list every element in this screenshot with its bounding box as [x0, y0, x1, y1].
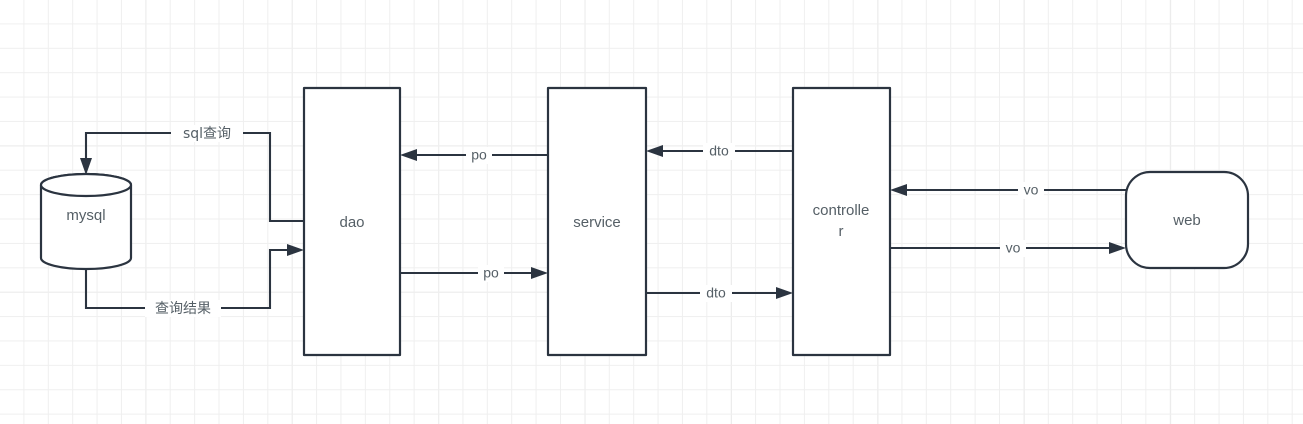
edge-service-to-dao-label-bg	[466, 147, 492, 164]
web-label: web	[1172, 212, 1201, 229]
edge-controller-to-web-label: vo	[1006, 240, 1021, 256]
service-label: service	[573, 214, 621, 231]
edge-dao-to-mysql-path	[84, 131, 304, 223]
edge-controller-to-web-label-bg	[1000, 240, 1026, 257]
edge-service-to-controller-arrowhead	[776, 287, 793, 299]
edge-mysql-to-dao[interactable]: 查询结果	[84, 244, 304, 317]
mysql-cylinder-top	[39, 172, 133, 198]
edge-controller-to-service[interactable]: dto	[646, 143, 793, 160]
edge-web-to-controller[interactable]: vo	[890, 182, 1126, 199]
node-service[interactable]: service	[546, 86, 648, 357]
edge-controller-to-service-label: dto	[709, 143, 729, 159]
dao-label: dao	[339, 214, 364, 231]
edge-service-to-controller-label: dto	[706, 285, 726, 301]
edge-controller-to-web-arrowhead	[1109, 242, 1126, 254]
controller-label-line-1: controlle	[813, 202, 870, 219]
edge-mysql-to-dao-arrowhead	[287, 244, 304, 256]
edge-mysql-to-dao-label-bg	[145, 300, 221, 317]
web-rounded-rect	[1124, 170, 1250, 270]
dao-rect	[302, 86, 402, 357]
edge-mysql-to-dao-label: 查询结果	[155, 301, 211, 317]
edge-service-to-controller[interactable]: dto	[646, 285, 793, 302]
edge-web-to-controller-label-bg	[1018, 182, 1044, 199]
edge-dao-to-service-label-bg	[478, 265, 504, 282]
edge-dao-to-service-arrowhead	[531, 267, 548, 279]
edge-dao-to-service[interactable]: po	[400, 265, 548, 282]
edge-mysql-to-dao-path	[84, 248, 292, 310]
node-dao[interactable]: dao	[302, 86, 402, 357]
edge-web-to-controller-arrowhead	[890, 184, 907, 196]
edge-dao-to-mysql-label: sql查询	[183, 126, 231, 142]
edge-service-to-dao[interactable]: po	[400, 147, 548, 164]
edge-dao-to-mysql-label-bg	[171, 125, 243, 142]
service-rect	[546, 86, 648, 357]
node-web[interactable]: web	[1124, 170, 1250, 270]
node-mysql[interactable]: mysql	[39, 172, 133, 271]
edge-service-to-controller-label-bg	[700, 285, 732, 302]
edge-dao-to-mysql-arrowhead	[80, 158, 92, 175]
edge-dao-to-service-label: po	[483, 265, 499, 281]
edge-controller-to-web[interactable]: vo	[890, 240, 1126, 257]
node-controller[interactable]: controlle r	[791, 86, 892, 357]
controller-label-line-2: r	[839, 223, 844, 240]
edge-controller-to-service-label-bg	[703, 143, 735, 160]
edge-service-to-dao-arrowhead	[400, 149, 417, 161]
controller-rect	[791, 86, 892, 357]
mysql-label: mysql	[66, 207, 105, 224]
edge-service-to-dao-label: po	[471, 147, 487, 163]
edge-controller-to-service-arrowhead	[646, 145, 663, 157]
edge-web-to-controller-label: vo	[1024, 182, 1039, 198]
edge-dao-to-mysql[interactable]: sql查询	[80, 125, 304, 223]
